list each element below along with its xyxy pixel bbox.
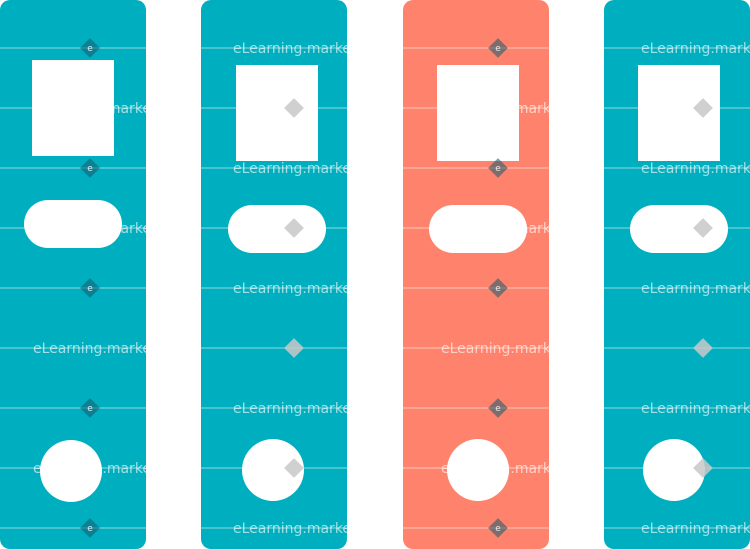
binder-2 bbox=[201, 0, 347, 549]
binder-ring-hole bbox=[643, 439, 705, 501]
binder-1 bbox=[0, 0, 146, 549]
binder-label-pill bbox=[429, 205, 527, 253]
binder-label-pill bbox=[24, 200, 122, 248]
binder-4 bbox=[604, 0, 750, 549]
binder-label-rectangle bbox=[32, 60, 114, 156]
binder-label-rectangle bbox=[638, 65, 720, 161]
binder-3 bbox=[403, 0, 549, 549]
binder-ring-hole bbox=[40, 440, 102, 502]
binder-label-rectangle bbox=[236, 65, 318, 161]
binder-label-pill bbox=[630, 205, 728, 253]
binder-label-pill bbox=[228, 205, 326, 253]
binder-ring-hole bbox=[242, 439, 304, 501]
binder-label-rectangle bbox=[437, 65, 519, 161]
binder-ring-hole bbox=[447, 439, 509, 501]
